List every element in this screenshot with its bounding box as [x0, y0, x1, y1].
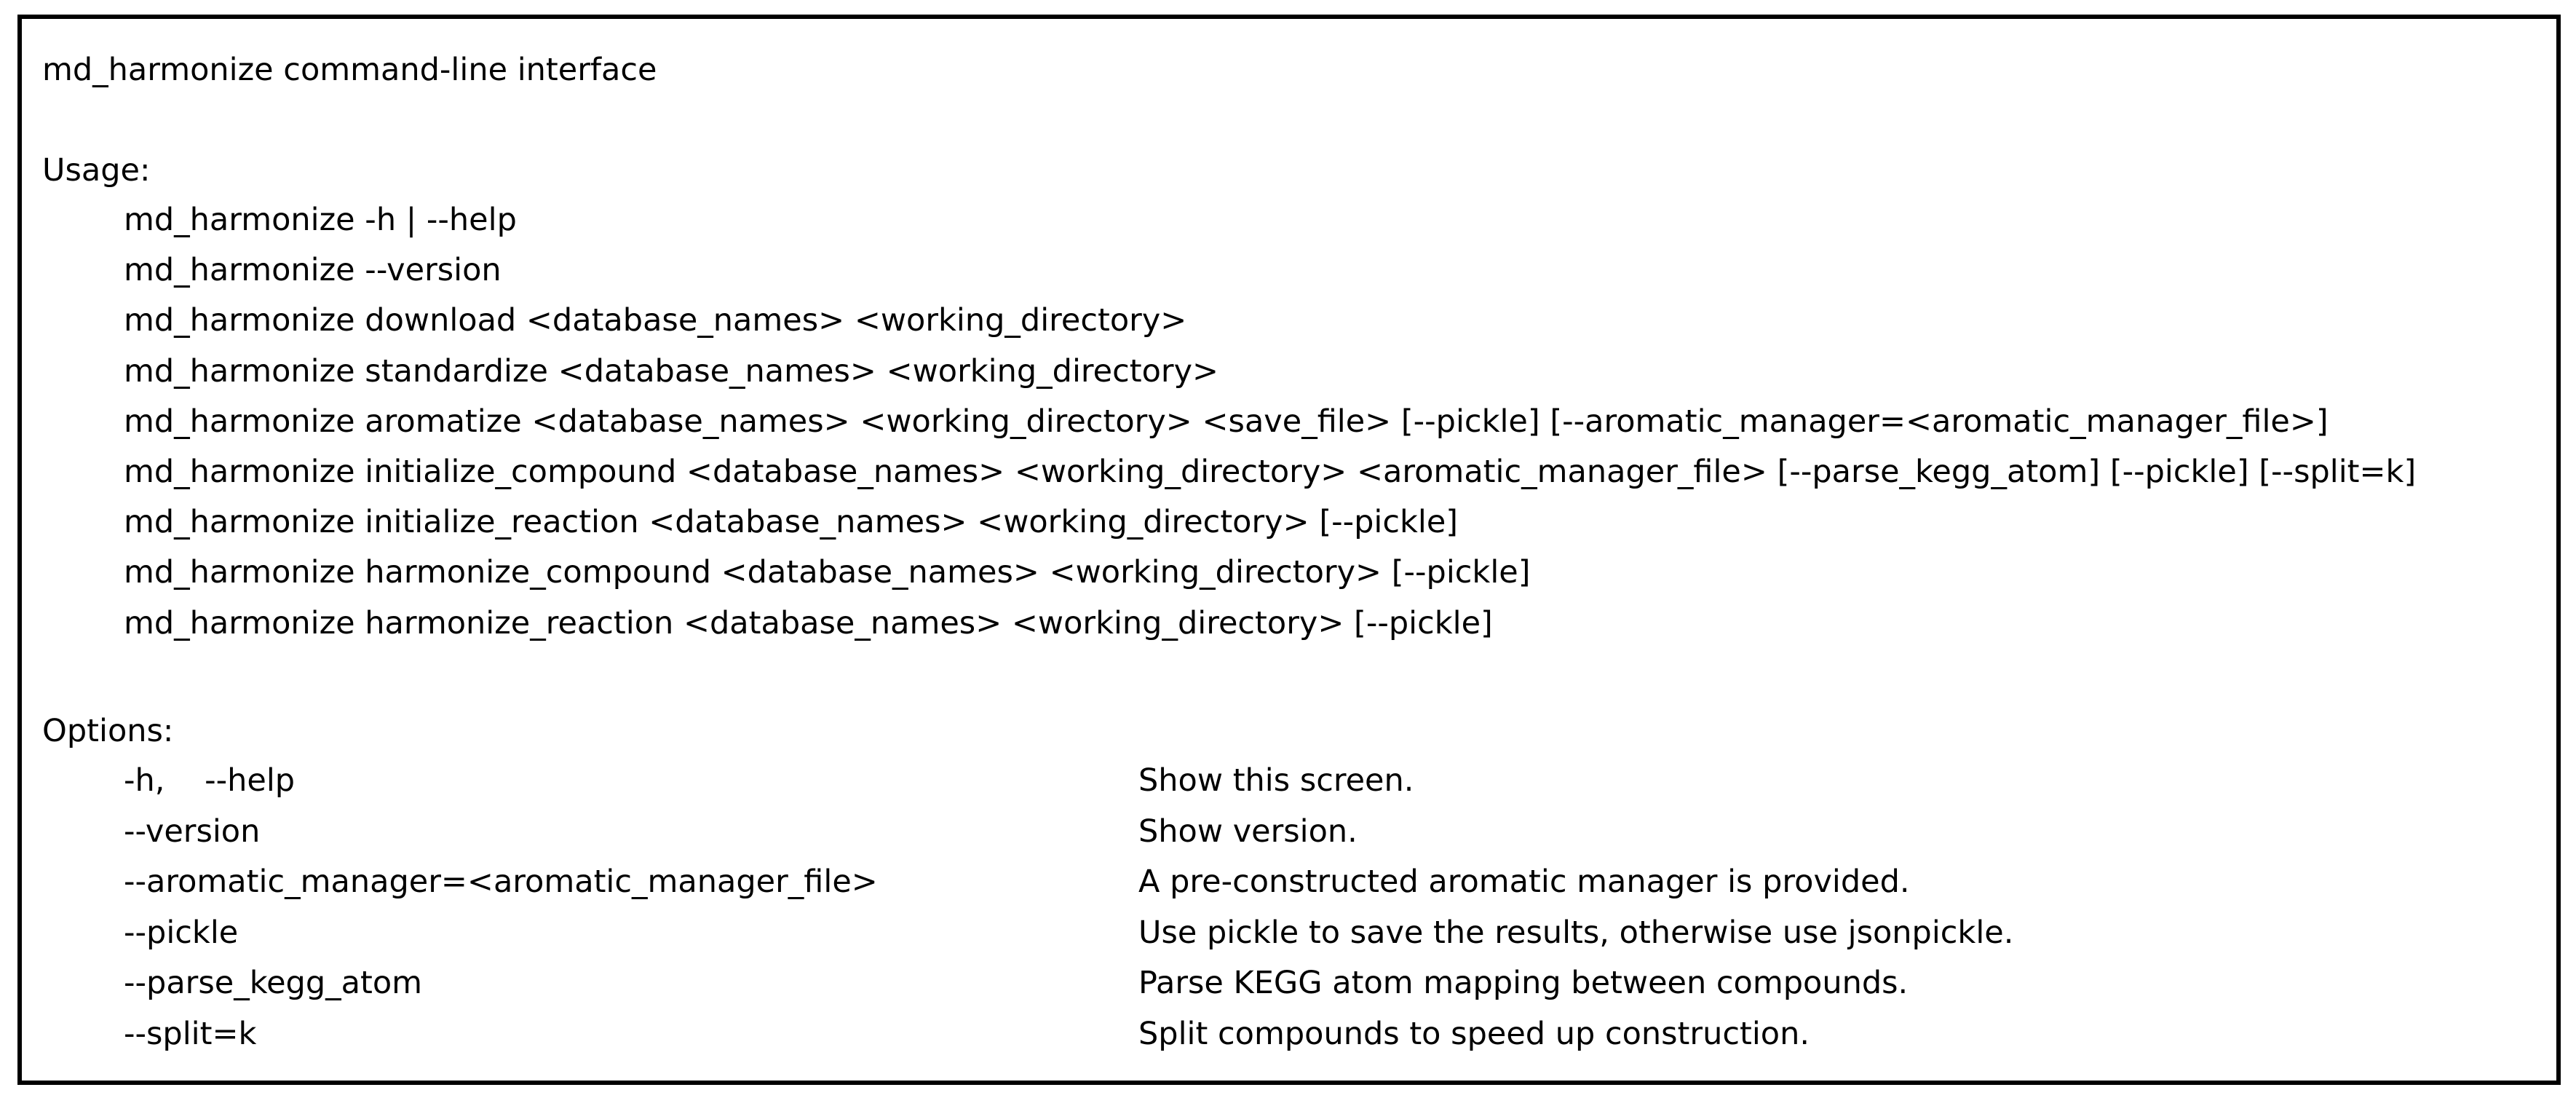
option-flag: --parse_kegg_atom [124, 965, 423, 1001]
option-flag: --aromatic_manager=<aromatic_manager_fil… [124, 864, 878, 900]
usage-line-standardize: md_harmonize standardize <database_names… [124, 352, 1219, 390]
option-row-version: --version Show version. [124, 810, 2526, 861]
option-description: Show this screen. [1138, 762, 1414, 799]
option-description: A pre-constructed aromatic manager is pr… [1138, 864, 1910, 900]
option-row-parse-kegg-atom: --parse_kegg_atom Parse KEGG atom mappin… [124, 961, 2526, 1012]
option-row-split: --split=k Split compounds to speed up co… [124, 1012, 2526, 1063]
usage-list: md_harmonize -h | --help md_harmonize --… [124, 198, 2416, 652]
usage-line-harmonize-reaction: md_harmonize harmonize_reaction <databas… [124, 604, 1493, 641]
option-description: Parse KEGG atom mapping between compound… [1138, 965, 1909, 1001]
usage-line-initialize-compound: md_harmonize initialize_compound <databa… [124, 453, 2417, 490]
usage-line-initialize-reaction: md_harmonize initialize_reaction <databa… [124, 504, 1459, 541]
option-flag: --version [124, 813, 261, 850]
option-flag: -h, --help [124, 762, 296, 799]
option-description: Show version. [1138, 813, 1358, 850]
usage-heading: Usage: [42, 152, 151, 189]
option-description: Split compounds to speed up construction… [1138, 1015, 1810, 1052]
option-flag: --pickle [124, 914, 239, 951]
options-list: -h, --help Show this screen. --version S… [124, 759, 2526, 1062]
cli-help-panel: md_harmonize command-line interface Usag… [17, 15, 2561, 1085]
option-flag: --split=k [124, 1015, 257, 1052]
usage-line-download: md_harmonize download <database_names> <… [124, 302, 1187, 339]
page-title: md_harmonize command-line interface [42, 52, 657, 88]
usage-line-version: md_harmonize --version [124, 252, 502, 289]
usage-line-help: md_harmonize -h | --help [124, 202, 517, 238]
option-description: Use pickle to save the results, otherwis… [1138, 914, 2014, 951]
usage-line-harmonize-compound: md_harmonize harmonize_compound <databas… [124, 554, 1531, 591]
option-row-aromatic-manager: --aromatic_manager=<aromatic_manager_fil… [124, 860, 2526, 911]
usage-line-aromatize: md_harmonize aromatize <database_names> … [124, 403, 2329, 440]
options-heading: Options: [42, 713, 174, 749]
option-row-help: -h, --help Show this screen. [124, 759, 2526, 810]
option-row-pickle: --pickle Use pickle to save the results,… [124, 911, 2526, 962]
